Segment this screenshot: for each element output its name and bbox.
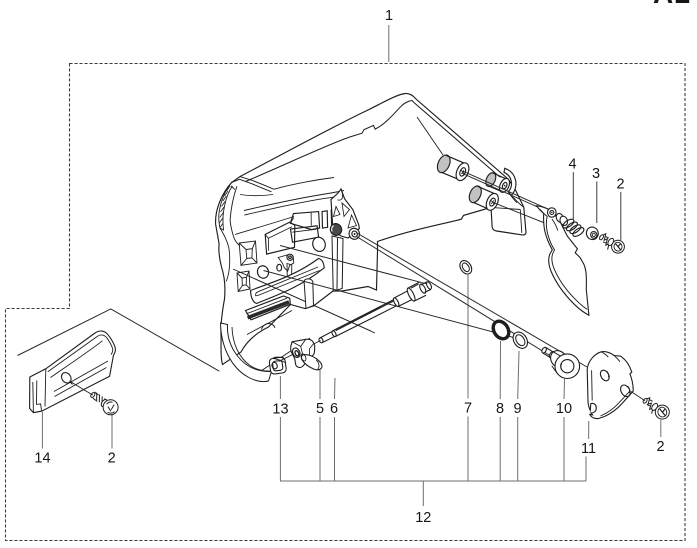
svg-text:2: 2 [616, 177, 624, 193]
svg-text:4: 4 [568, 157, 576, 173]
svg-text:14: 14 [34, 451, 50, 467]
svg-text:1: 1 [385, 8, 393, 24]
svg-text:3: 3 [592, 166, 600, 182]
svg-text:6: 6 [330, 401, 338, 417]
svg-text:10: 10 [556, 401, 572, 417]
svg-text:8: 8 [496, 401, 504, 417]
svg-text:2: 2 [108, 451, 116, 467]
svg-text:13: 13 [272, 402, 288, 418]
svg-text:5: 5 [316, 401, 324, 417]
svg-text:A2: A2 [653, 0, 692, 9]
svg-text:12: 12 [415, 510, 431, 526]
svg-text:9: 9 [513, 401, 521, 417]
svg-text:7: 7 [464, 401, 472, 417]
svg-text:11: 11 [581, 441, 596, 457]
svg-text:2: 2 [656, 439, 664, 455]
